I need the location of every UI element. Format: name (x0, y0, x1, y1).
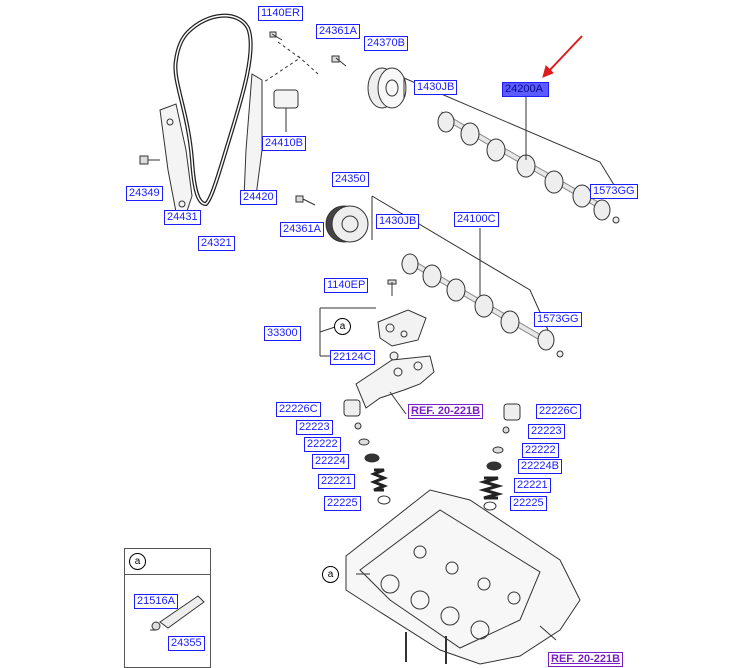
cylinder-head (345, 489, 581, 665)
part-label-24361a-top[interactable]: 24361A (316, 24, 360, 39)
part-label-24410b[interactable]: 24410B (262, 136, 306, 151)
callout-a-head: a (322, 566, 339, 583)
part-label-22221-right[interactable]: 22221 (514, 478, 551, 493)
part-label-24370b[interactable]: 24370B (364, 36, 408, 51)
part-label-1573gg-top[interactable]: 1573GG (590, 184, 638, 199)
bolt-24361A-mid (295, 195, 316, 206)
part-label-24431[interactable]: 24431 (164, 210, 201, 225)
part-label-22226c-left[interactable]: 22226C (276, 402, 321, 417)
ref-link-lower[interactable]: REF. 20-221B (548, 652, 624, 667)
oil-control-valve-inset (150, 595, 205, 631)
ref-link-upper[interactable]: REF. 20-221B (408, 404, 484, 419)
part-label-22222-right[interactable]: 22222 (522, 443, 559, 458)
part-label-22221-left[interactable]: 22221 (318, 474, 355, 489)
part-label-24100c[interactable]: 24100C (454, 212, 499, 227)
part-label-22222-left[interactable]: 22222 (304, 437, 341, 452)
bolt-24361A-top (331, 55, 347, 67)
part-label-24361a-mid[interactable]: 24361A (280, 222, 324, 237)
part-label-22226c-right[interactable]: 22226C (536, 404, 581, 419)
bolt-1140ER (269, 31, 283, 41)
part-label-24420[interactable]: 24420 (240, 190, 277, 205)
part-label-22124c[interactable]: 22124C (330, 350, 375, 365)
part-label-24350[interactable]: 24350 (332, 172, 369, 187)
camshaft-exhaust (401, 253, 555, 351)
camshaft-intake (437, 111, 611, 221)
hp-fuel-pump-bracket (377, 309, 427, 347)
part-label-22225-right[interactable]: 22225 (510, 496, 547, 511)
valve-train-right (478, 403, 521, 511)
part-label-1573gg-mid[interactable]: 1573GG (534, 312, 582, 327)
hydraulic-tensioner (273, 89, 299, 109)
part-label-22224[interactable]: 22224 (312, 454, 349, 469)
part-label-21516a[interactable]: 21516A (134, 594, 178, 609)
detail-inset-header (125, 549, 210, 575)
part-label-1430jb-mid[interactable]: 1430JB (376, 214, 420, 229)
part-label-22223-left[interactable]: 22223 (296, 420, 333, 435)
part-label-1140ep[interactable]: 1140EP (324, 278, 369, 293)
part-label-24355[interactable]: 24355 (168, 636, 205, 651)
part-label-1430jb-top[interactable]: 1430JB (414, 80, 458, 95)
cvvt-sprocket-intake (367, 67, 407, 109)
callout-a-inset: a (129, 553, 146, 570)
part-label-22224b[interactable]: 22224B (518, 459, 562, 474)
part-label-24321[interactable]: 24321 (198, 236, 235, 251)
part-label-22223-right[interactable]: 22223 (528, 424, 565, 439)
valve-train-left (343, 399, 391, 505)
callout-a-tensioner: a (334, 318, 351, 335)
part-label-33300[interactable]: 33300 (264, 326, 301, 341)
camshaft-bearing-cap (355, 355, 435, 409)
pointer-arrow (542, 35, 583, 78)
camshaft-sprocket-exhaust (325, 205, 369, 243)
tensioner-arm (159, 103, 193, 215)
chain-guide (243, 73, 263, 199)
part-label-22225-left[interactable]: 22225 (324, 496, 361, 511)
part-label-24349[interactable]: 24349 (126, 186, 163, 201)
part-label-24200a[interactable]: 24200A (502, 82, 549, 97)
sensor-24349 (139, 155, 160, 165)
part-label-1140er[interactable]: 1140ER (258, 6, 303, 21)
